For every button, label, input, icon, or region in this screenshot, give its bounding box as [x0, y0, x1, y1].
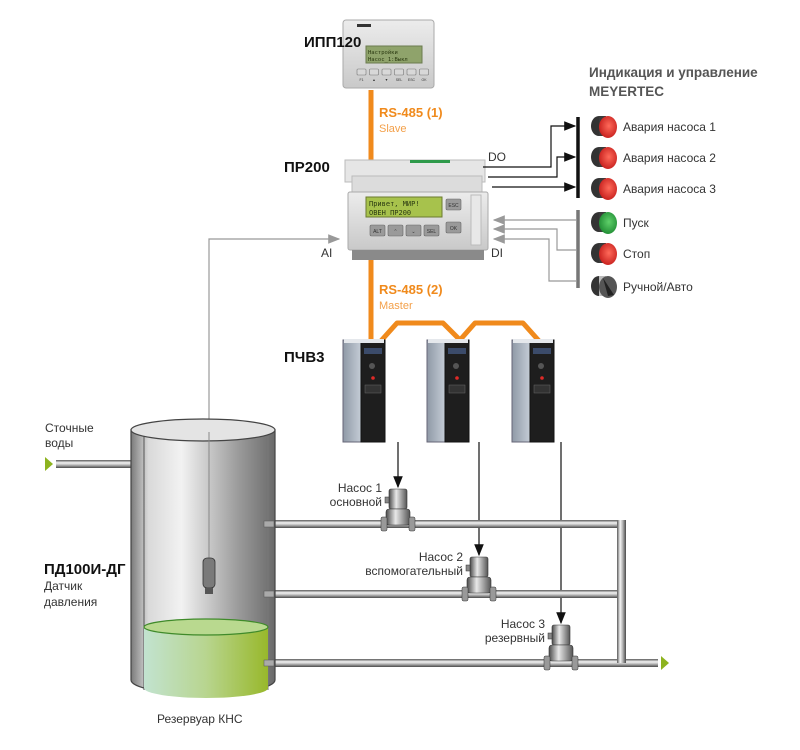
ipp120-lcd	[365, 45, 423, 64]
collector-riser	[617, 520, 626, 663]
ipp120-button[interactable]: ESC	[406, 68, 417, 82]
input-item: Стоп	[591, 243, 650, 265]
alarm-lamp-icon	[599, 147, 617, 169]
sensor-label: ПД100И-ДГ	[44, 561, 126, 578]
pr200-button-label: ⌃	[393, 229, 397, 235]
pr200-button-label: ALT	[373, 229, 382, 235]
input-item: Ручной/Авто	[591, 276, 693, 298]
pr200-button-label: ⌄	[411, 229, 415, 235]
vfd-pchv3	[511, 339, 566, 625]
output-item: Авария насоса 3	[591, 178, 716, 200]
pushbutton-icon[interactable]	[599, 243, 617, 265]
pump-motor-icon	[469, 556, 489, 578]
pump-label-role: вспомогательный	[365, 564, 463, 578]
pr200-button[interactable]: ⌄	[405, 224, 422, 237]
ipp120-button[interactable]: OK	[419, 68, 429, 82]
sensor-desc-line2: давления	[44, 595, 97, 609]
pr200-button-label: OK	[450, 226, 458, 232]
sensor-desc-line1: Датчик	[44, 579, 83, 593]
ipp120-panel: Настройки Насос_1:Выкл F1 ▲ ▼ SEL ESC OK	[342, 19, 435, 89]
rs485-1-role: Slave	[379, 123, 407, 135]
ipp120-button[interactable]: F1	[356, 68, 367, 82]
ipp120-button[interactable]: SEL	[394, 68, 404, 82]
output-label: Авария насоса 3	[623, 182, 716, 196]
input-label: Пуск	[623, 216, 649, 230]
di-label: DI	[491, 246, 503, 260]
ipp120-lcd-line1: Настройки	[368, 50, 398, 56]
ipp120-button-label: SEL	[396, 78, 403, 82]
pr200-button[interactable]: ALT	[369, 224, 386, 237]
pr200-button[interactable]: ESC	[445, 198, 462, 211]
indication-title: Индикация и управление	[589, 65, 758, 80]
pr200-lcd-line1: Привет, МИР!	[369, 200, 420, 208]
pump-motor-icon	[551, 624, 571, 646]
inflow-pipe	[56, 460, 156, 468]
ipp120-button-label: ESC	[408, 78, 416, 82]
vfd-pchv3	[342, 339, 403, 489]
do-wiring	[483, 117, 580, 198]
ipp120-button-label: OK	[421, 78, 427, 82]
pressure-sensor	[202, 557, 216, 589]
pump-label-role: резервный	[485, 631, 545, 645]
pr200-button[interactable]: ⌃	[387, 224, 404, 237]
indication-brand: MEYERTEC	[589, 84, 664, 99]
input-label: Стоп	[623, 247, 650, 261]
pump-label-name: Насос 1	[338, 481, 382, 495]
rs485-2-label: RS-485 (2)	[379, 282, 443, 297]
inflow-label-line1: Сточные	[45, 421, 94, 435]
pr200-lcd-line2: ОВЕН ПР200	[369, 209, 411, 217]
rs485-2-role: Master	[379, 300, 413, 312]
discharge-pipe-1	[268, 520, 626, 528]
pchv3-label: ПЧВ3	[284, 349, 325, 366]
rs485-1-label: RS-485 (1)	[379, 105, 443, 120]
outflow-arrow-icon	[661, 656, 669, 670]
discharge-pipe-2	[268, 590, 624, 598]
pump-motor-icon	[388, 488, 408, 510]
ipp120-button[interactable]: ▼	[381, 68, 392, 82]
pr200-button-label: SEL	[427, 229, 437, 235]
pushbutton-icon[interactable]	[599, 212, 617, 234]
alarm-lamp-icon	[599, 116, 617, 138]
output-label: Авария насоса 1	[623, 120, 716, 134]
output-label: Авария насоса 2	[623, 151, 716, 165]
pr200-button[interactable]: SEL	[423, 224, 440, 237]
ipp120-button-label: ▼	[385, 78, 388, 82]
ipp120-button-label: ▲	[372, 78, 375, 82]
ipp120-button-label: F1	[359, 78, 363, 82]
pr200-button-label: ESC	[448, 203, 459, 209]
pr200-controller: Привет, МИР! ОВЕН ПР200 ALT ⌃ ⌄ SEL ESC OK	[344, 159, 489, 260]
reservoir-tank	[130, 418, 276, 698]
ipp120-button[interactable]: ▲	[369, 68, 379, 82]
ai-label: AI	[321, 246, 332, 260]
do-label: DO	[488, 150, 506, 164]
pump-label-name: Насос 2	[419, 550, 463, 564]
output-item: Авария насоса 1	[591, 116, 716, 138]
pr200-label: ПР200	[284, 159, 330, 176]
ipp120-lcd-line2: Насос_1:Выкл	[368, 57, 408, 63]
output-item: Авария насоса 2	[591, 147, 716, 169]
alarm-lamp-icon	[599, 178, 617, 200]
pump-label-name: Насос 3	[501, 617, 545, 631]
inflow-arrow-icon	[45, 457, 53, 471]
vfd-pchv3	[426, 339, 484, 557]
ipp120-label: ИПП120	[304, 34, 361, 51]
di-wiring	[492, 210, 580, 288]
discharge-pipe-3	[268, 659, 658, 667]
pump-label-role: основной	[330, 495, 382, 509]
input-item: Пуск	[591, 212, 649, 234]
input-label: Ручной/Авто	[623, 280, 693, 294]
inflow-label-line2: воды	[45, 436, 73, 450]
liquid-level	[144, 627, 268, 698]
pr200-lcd	[365, 196, 443, 218]
pr200-button[interactable]: OK	[445, 221, 462, 234]
reservoir-label: Резервуар КНС	[157, 712, 243, 726]
